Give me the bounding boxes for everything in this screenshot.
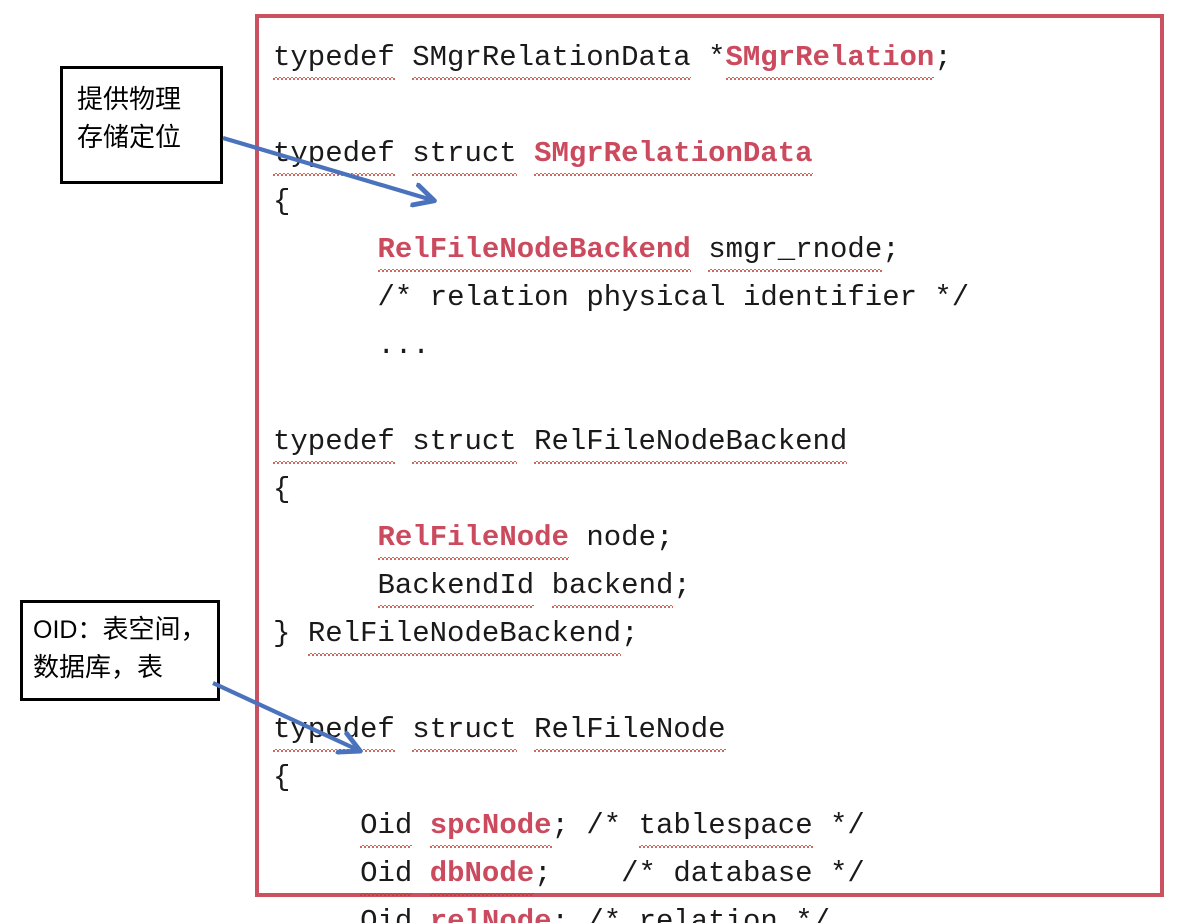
code-token-highlight: relNode: [430, 898, 552, 923]
code-token: Oid: [360, 850, 413, 898]
code-token: [412, 905, 429, 923]
note-bottom-line-1: OID：表空间，: [33, 611, 211, 649]
code-token: typedef: [273, 34, 395, 82]
code-line: Oid spcNode; /* tablespace */: [273, 802, 969, 850]
note-top-line-1: 提供物理: [77, 85, 182, 114]
code-line: RelFileNodeBackend smgr_rnode;: [273, 226, 969, 274]
note-provides-physical-storage-location: 提供物理 存储定位: [60, 66, 223, 184]
code-token: [691, 233, 708, 266]
code-line: [273, 658, 969, 706]
code-line: typedef struct RelFileNodeBackend: [273, 418, 969, 466]
code-token: node;: [586, 521, 674, 554]
code-line: typedef struct RelFileNode: [273, 706, 969, 754]
code-token: ;: [534, 857, 622, 890]
code-token: ;: [882, 233, 900, 266]
code-token: ;: [673, 569, 691, 602]
code-token: /* relation physical identifier */: [377, 281, 970, 314]
code-line: BackendId backend;: [273, 562, 969, 610]
code-token: tablespace: [638, 802, 813, 850]
code-token-highlight: SMgrRelationData: [534, 130, 813, 178]
code-token: Oid: [360, 898, 412, 923]
code-token-highlight: dbNode: [429, 850, 535, 898]
code-token: *: [690, 41, 726, 74]
note-top-text: 提供物理 存储定位: [63, 69, 220, 167]
code-token: {: [273, 185, 291, 218]
code-line: [273, 370, 969, 418]
code-token: typedef: [273, 418, 395, 466]
code-token: Oid: [360, 802, 413, 850]
code-token: [534, 569, 551, 602]
note-bottom-line-1-rest: 表空间，: [102, 615, 207, 644]
code-token: /* database */: [621, 857, 865, 890]
note-bottom-line-2: 数据库，表: [33, 653, 164, 682]
code-line: {: [273, 754, 969, 802]
code-token: ...: [377, 329, 430, 362]
code-line: /* relation physical identifier */: [273, 274, 970, 322]
code-line: typedef SMgrRelationData *SMgrRelation;: [273, 34, 969, 82]
code-token: [412, 809, 429, 842]
code-token: [412, 857, 429, 890]
note-oid-tablespace-database-table: OID：表空间， 数据库，表: [20, 600, 220, 701]
code-token: [395, 713, 412, 746]
code-token: struct: [412, 130, 518, 178]
code-line: {: [273, 178, 969, 226]
note-top-line-2: 存储定位: [77, 123, 182, 152]
code-token: [517, 425, 534, 458]
code-line: [273, 82, 969, 130]
code-token: ;: [621, 617, 639, 650]
code-line: ...: [273, 322, 969, 370]
code-token-highlight: RelFileNode: [377, 514, 570, 562]
code-line: Oid dbNode; /* database */: [273, 850, 969, 898]
code-token: typedef: [273, 130, 395, 178]
code-token: struct: [412, 418, 518, 466]
code-token: RelFileNode: [534, 706, 726, 754]
code-line: Oid relNode; /* relation */: [273, 898, 969, 923]
code-line: {: [273, 466, 969, 514]
code-token: [395, 41, 412, 74]
code-token: /* relation */: [586, 905, 830, 923]
code-token: {: [273, 473, 291, 506]
code-block: typedef SMgrRelationData *SMgrRelation; …: [273, 34, 969, 923]
code-line: typedef struct SMgrRelationData: [273, 130, 969, 178]
code-token: smgr_rnode: [708, 226, 883, 274]
oid-label: OID：: [33, 616, 103, 644]
code-token: {: [273, 761, 291, 794]
code-token: SMgrRelationData: [412, 34, 692, 82]
code-token: RelFileNodeBackend: [534, 418, 848, 466]
code-token: [517, 137, 534, 170]
code-token: ;: [551, 905, 587, 923]
code-token-highlight: RelFileNodeBackend: [377, 226, 692, 274]
code-line: } RelFileNodeBackend;: [273, 610, 969, 658]
code-token: struct: [412, 706, 518, 754]
code-line: RelFileNode node;: [273, 514, 969, 562]
code-token: ;: [934, 41, 952, 74]
code-token: typedef: [273, 706, 395, 754]
code-token: [517, 713, 534, 746]
code-token-highlight: SMgrRelation: [725, 34, 934, 82]
code-token: backend: [551, 562, 673, 610]
code-token: BackendId: [377, 562, 534, 610]
code-panel: typedef SMgrRelationData *SMgrRelation; …: [255, 14, 1164, 923]
code-token: /*: [586, 809, 639, 842]
note-bottom-text: OID：表空间， 数据库，表: [23, 603, 217, 693]
code-token: [395, 137, 412, 170]
code-token: }: [273, 617, 308, 650]
code-token: ;: [551, 809, 587, 842]
code-token: RelFileNodeBackend: [307, 610, 622, 658]
code-token-highlight: spcNode: [429, 802, 552, 850]
code-token: [395, 425, 412, 458]
code-token: [569, 521, 586, 554]
code-token: */: [812, 809, 865, 842]
